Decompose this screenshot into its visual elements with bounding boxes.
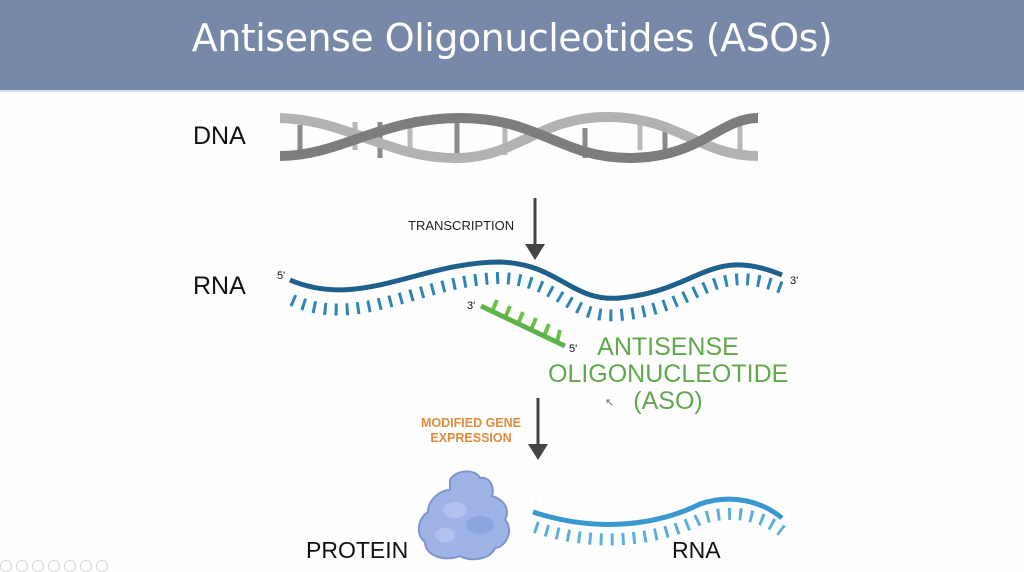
circle-icon[interactable]: [0, 560, 12, 572]
aso-label-line1: ANTISENSE: [597, 333, 739, 361]
transcription-label: TRANSCRIPTION: [408, 218, 515, 233]
slide-title: Antisense Oligonucleotides (ASOs): [191, 16, 833, 60]
dna-label: DNA: [193, 122, 246, 150]
modified-expression-arrow: [528, 398, 548, 460]
zoom-icon[interactable]: [64, 560, 76, 572]
protein-blob: [417, 470, 511, 561]
copy-icon[interactable]: [48, 560, 60, 572]
mouse-cursor-icon: ↖: [605, 397, 615, 409]
aso-label-line3: (ASO): [633, 387, 703, 415]
rna-strand: [289, 259, 785, 322]
info-icon[interactable]: [16, 560, 28, 572]
rna-3prime-label: 3': [790, 275, 799, 287]
presentation-toolbar: [0, 560, 108, 572]
modified-line1: MODIFIED GENE: [420, 416, 521, 430]
notes-icon[interactable]: [80, 560, 92, 572]
dna-helix: [279, 111, 759, 164]
more-icon[interactable]: [96, 560, 108, 572]
rna-5prime-label: 5': [277, 270, 286, 282]
aso-strand: [479, 299, 567, 349]
aso-3prime-label: 3': [467, 300, 476, 312]
protein-label: PROTEIN: [306, 537, 409, 563]
rna-bottom-strand: [532, 496, 786, 546]
rna-bottom-label: RNA: [672, 537, 721, 563]
modified-gene-expression-label: MODIFIED GENE EXPRESSION: [408, 416, 534, 446]
modified-line2: EXPRESSION: [430, 431, 512, 445]
slide-header: Antisense Oligonucleotides (ASOs): [0, 0, 1024, 92]
aso-5prime-label: 5': [569, 343, 578, 355]
rna-label: RNA: [193, 272, 246, 300]
pen-icon[interactable]: [32, 560, 44, 572]
aso-label: ANTISENSE OLIGONUCLEOTIDE (ASO): [548, 334, 788, 415]
aso-label-line2: OLIGONUCLEOTIDE: [548, 360, 789, 388]
transcription-arrow: [525, 198, 545, 260]
